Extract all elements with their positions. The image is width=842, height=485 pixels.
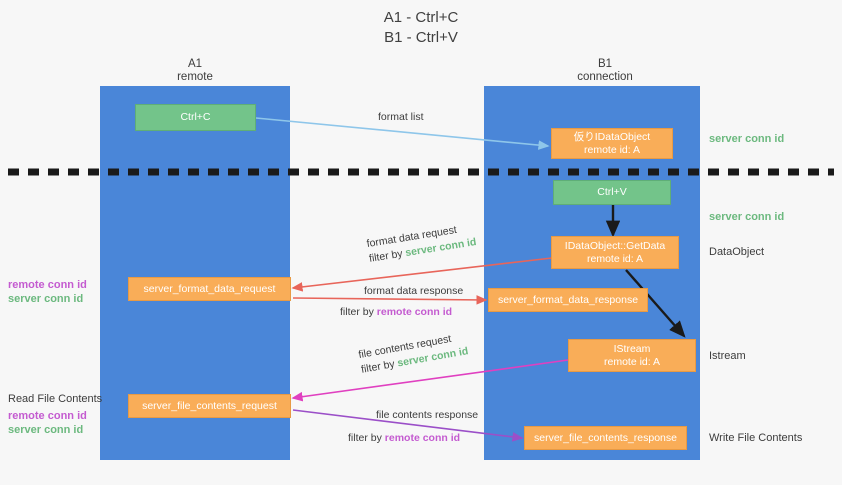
- annotation-format-data-response-title: format data response: [364, 285, 464, 297]
- column-b1-sub: connection: [577, 71, 633, 83]
- right-label-write-file-contents: Write File Contents: [709, 432, 803, 444]
- left-label-server-conn-id-2: server conn id: [8, 424, 84, 436]
- annotation-format-list: format list: [378, 110, 424, 125]
- node-idataobject-top-line1: 仮りIDataObject: [573, 130, 651, 143]
- node-istream-line1: IStream: [613, 342, 651, 355]
- left-label-remote-conn-id-1: remote conn id: [8, 279, 87, 291]
- node-ctrl-c[interactable]: Ctrl+C: [135, 104, 256, 131]
- annotation-format-data-response-filter: filter by remote conn id: [340, 305, 463, 320]
- node-server-file-contents-response-label: server_file_contents_response: [533, 431, 677, 444]
- node-server-file-contents-request-label: server_file_contents_request: [142, 399, 277, 412]
- annotation-fcres-filter-value: remote conn id: [384, 432, 461, 444]
- node-server-format-data-response[interactable]: server_format_data_response: [488, 288, 648, 312]
- right-label-server-conn-id-mid: server conn id: [709, 211, 785, 223]
- node-idataobject-getdata[interactable]: IDataObject::GetData remote id: A: [551, 236, 679, 269]
- annotation-file-contents-response-filter: filter by remote conn id: [348, 431, 478, 446]
- node-getdata-line1: IDataObject::GetData: [564, 239, 666, 252]
- arrow-format-data-request: [291, 257, 553, 292]
- column-b1-name: B1: [597, 58, 613, 70]
- right-label-istream: Istream: [709, 350, 746, 362]
- node-server-format-data-request-label: server_format_data_request: [143, 282, 276, 295]
- node-ctrl-c-label: Ctrl+C: [180, 111, 211, 123]
- node-ctrl-v[interactable]: Ctrl+V: [553, 180, 671, 205]
- node-server-format-data-response-label: server_format_data_response: [497, 293, 639, 306]
- left-label-remote-conn-id-2: remote conn id: [8, 410, 87, 422]
- annotation-fcres-filter-prefix: filter by: [348, 432, 385, 444]
- arrow-format-data-response: [292, 295, 488, 305]
- left-label-read-file-contents: Read File Contents: [8, 393, 103, 405]
- arrow-file-contents-request: [291, 359, 569, 402]
- annotation-file-contents-response-title: file contents response: [376, 409, 479, 421]
- title-line-1: A1 - Ctrl+C: [383, 9, 459, 26]
- right-label-dataobject: DataObject: [709, 246, 765, 258]
- column-a1-name: A1: [187, 58, 203, 70]
- node-getdata-line2: remote id: A: [586, 252, 644, 265]
- node-server-format-data-request[interactable]: server_format_data_request: [128, 277, 291, 301]
- node-idataobject-top[interactable]: 仮りIDataObject remote id: A: [551, 128, 673, 159]
- column-header-a1: A1 remote: [130, 58, 260, 84]
- column-header-b1: B1 connection: [540, 58, 670, 84]
- arrow-format-list: [255, 117, 550, 150]
- node-istream[interactable]: IStream remote id: A: [568, 339, 696, 372]
- node-server-file-contents-response[interactable]: server_file_contents_response: [524, 426, 687, 450]
- title-line-2: B1 - Ctrl+V: [384, 29, 458, 46]
- column-a1-sub: remote: [177, 71, 213, 83]
- annotation-format-data-response: format data response filter by remote co…: [340, 284, 464, 320]
- right-label-server-conn-id-top: server conn id: [709, 133, 785, 145]
- annotation-format-list-text: format list: [378, 111, 424, 123]
- left-label-group-2: Read File Contents remote conn id server…: [8, 392, 102, 437]
- node-idataobject-top-line2: remote id: A: [583, 143, 641, 156]
- node-ctrl-v-label: Ctrl+V: [597, 186, 627, 198]
- node-server-file-contents-request[interactable]: server_file_contents_request: [128, 394, 291, 418]
- arrow-file-contents-response: [292, 409, 524, 442]
- annotation-file-contents-response: file contents response filter by remote …: [348, 408, 479, 446]
- left-label-group-1: remote conn id server conn id: [8, 278, 87, 306]
- left-label-server-conn-id-1: server conn id: [8, 293, 84, 305]
- page-title: A1 - Ctrl+C B1 - Ctrl+V: [0, 8, 842, 48]
- arrow-getdata-to-istream: [625, 269, 686, 338]
- annotation-fdres-filter-prefix: filter by: [340, 306, 377, 318]
- annotation-fdres-filter-value: remote conn id: [376, 306, 453, 318]
- node-istream-line2: remote id: A: [603, 355, 661, 368]
